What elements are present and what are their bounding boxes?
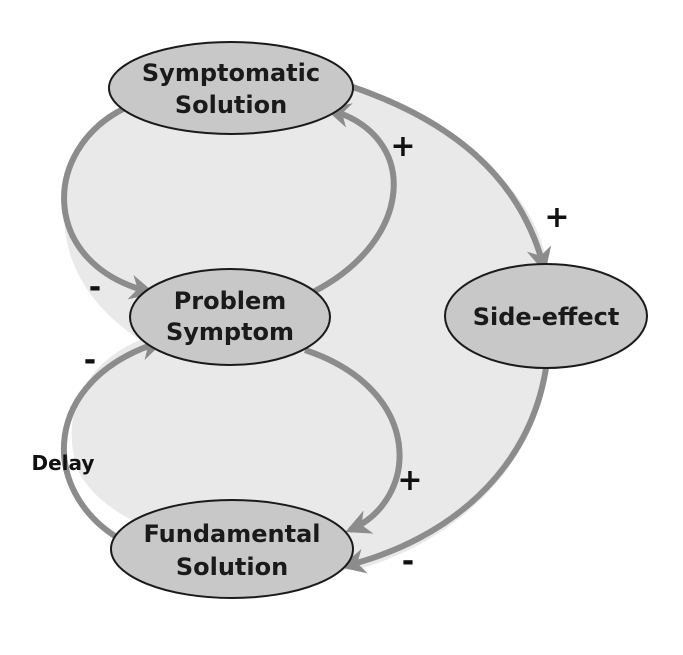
node-side-effect: Side-effect (444, 263, 648, 369)
node-label-line2: Symptom (166, 318, 294, 346)
node-label-line1: Problem (174, 287, 287, 315)
sign-problem-to-fundamental: + (397, 463, 422, 498)
arrow-problem-to-fundamental (304, 347, 403, 534)
node-fundamental-solution: Fundamental Solution (110, 499, 354, 599)
node-label-line2: Solution (175, 91, 287, 119)
node-label-line2: Solution (176, 553, 288, 581)
node-label-line1: Symptomatic (142, 59, 320, 87)
sign-symptomatic-to-side-effect: + (544, 200, 569, 235)
sign-side-effect-to-fundamental: - (402, 544, 414, 579)
sign-problem-to-symptomatic: + (390, 129, 415, 164)
node-label-line1: Side-effect (473, 303, 620, 331)
arrow-problem-to-symptomatic (311, 103, 397, 295)
arrow-fundamental-to-problem (61, 336, 165, 541)
sign-symptomatic-to-problem: - (89, 270, 101, 305)
arrow-side-effect-to-fundamental (340, 367, 549, 574)
node-symptomatic-solution: Symptomatic Solution (108, 41, 354, 135)
delay-label: Delay (32, 451, 95, 475)
node-label-line1: Fundamental (143, 520, 320, 548)
arrow-symptomatic-to-side-effect (349, 83, 552, 273)
sign-fundamental-to-problem: - (84, 343, 96, 378)
node-problem-symptom: Problem Symptom (129, 268, 331, 366)
arrow-symptomatic-to-problem (61, 105, 155, 300)
